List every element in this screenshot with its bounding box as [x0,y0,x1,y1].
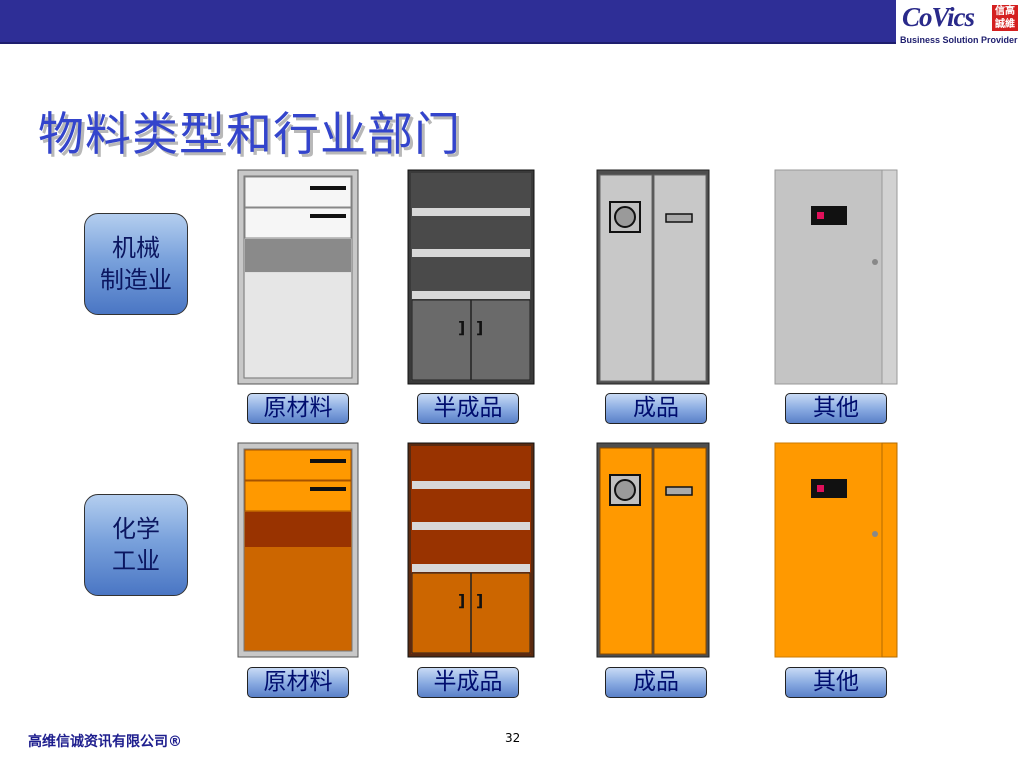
label-semi-finished-row1: 半成品 [417,393,519,424]
svg-text:]: ] [476,318,483,337]
cabinet-finished-orange [596,442,710,658]
industry-chemical: 化学工业 [84,494,188,596]
label-raw-material-row2: 原材料 [247,667,349,698]
cabinet-other-gray [774,169,898,385]
footer-company: 高维信诚资讯有限公司® [28,734,182,750]
label-raw-material-row1: 原材料 [247,393,349,424]
label-other-row2: 其他 [785,667,887,698]
industry-mechanical: 机械制造业 [84,213,188,315]
page-number: 32 [505,731,521,745]
cabinet-other-orange [774,442,898,658]
logo-seal: 信高誠維 [992,5,1018,31]
cabinet-semi-finished-orange: ] ] [407,442,535,658]
svg-text:]: ] [476,591,483,610]
svg-text:]: ] [458,591,465,610]
logo-tagline: Business Solution Provider [900,35,1018,45]
cabinet-raw-material-gray [237,169,359,385]
label-other-row1: 其他 [785,393,887,424]
industry-chemical-label: 化学工业 [112,515,160,575]
header-bar [0,0,896,44]
industry-mechanical-label: 机械制造业 [100,234,172,294]
cabinet-semi-finished-gray: ] ] [407,169,535,385]
label-finished-row2: 成品 [605,667,707,698]
cabinet-finished-gray [596,169,710,385]
label-semi-finished-row2: 半成品 [417,667,519,698]
cabinet-raw-material-orange [237,442,359,658]
company-logo: CoVics 信高誠維 Business Solution Provider [896,0,1024,45]
logo-brand-text: CoVics [902,2,975,32]
label-finished-row1: 成品 [605,393,707,424]
svg-text:]: ] [458,318,465,337]
slide-title: 物料类型和行业部门 [38,107,461,161]
